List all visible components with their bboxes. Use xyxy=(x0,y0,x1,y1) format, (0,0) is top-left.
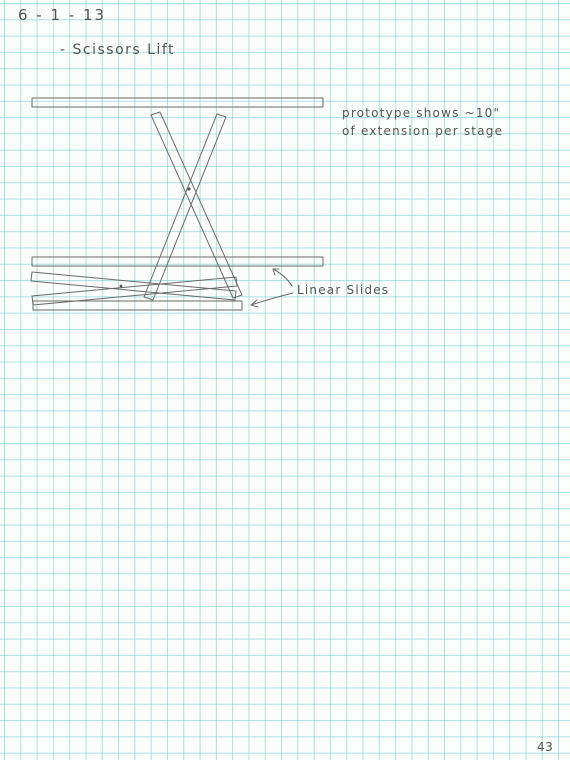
arrow-to-upper-slide xyxy=(272,268,293,287)
scissor-arm-upper-right xyxy=(143,113,227,301)
page-title: - Scissors Lift xyxy=(60,42,175,58)
middle-bar xyxy=(31,256,324,267)
arrowhead-lower xyxy=(250,299,259,308)
arrow-to-lower-slide xyxy=(250,292,294,306)
page-date: 6 - 1 - 13 xyxy=(18,6,107,24)
base-bar xyxy=(32,300,243,311)
linear-slides-label: Linear Slides xyxy=(297,283,390,297)
arrowhead-upper xyxy=(272,268,280,276)
pivot-upper xyxy=(187,187,191,191)
scissor-arm-upper-left xyxy=(150,111,243,299)
note-line-2: of extension per stage xyxy=(342,124,504,138)
page-number: 43 xyxy=(537,740,554,754)
note-line-1: prototype shows ~10" xyxy=(342,106,501,120)
pivot-lower xyxy=(119,284,123,288)
scissor-arm-lower-left xyxy=(30,271,237,301)
top-platform xyxy=(31,97,324,108)
